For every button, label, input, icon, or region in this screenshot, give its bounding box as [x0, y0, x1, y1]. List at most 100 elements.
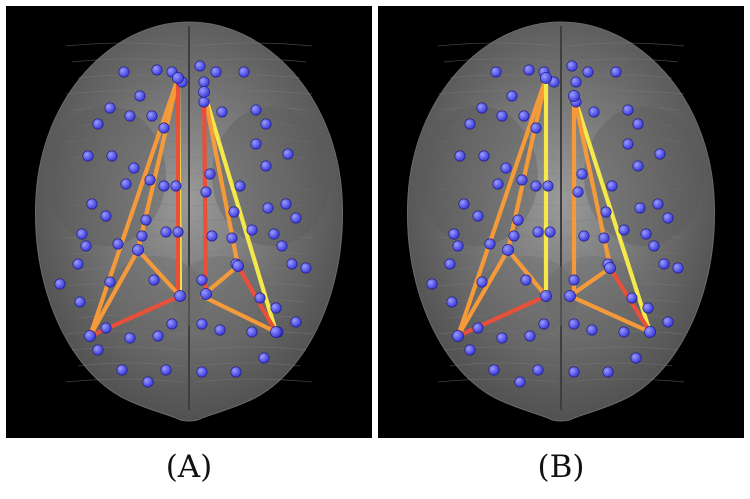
- electrode-node: [226, 232, 238, 244]
- hub-node: [198, 86, 210, 98]
- electrode-node: [618, 326, 630, 338]
- electrode-node: [196, 274, 208, 286]
- electrode-node: [618, 224, 630, 236]
- electrode-node: [158, 180, 170, 192]
- electrode-node: [146, 110, 158, 122]
- electrode-node: [518, 110, 530, 122]
- electrode-node: [260, 160, 272, 172]
- electrode-node: [630, 352, 642, 364]
- electrode-node: [268, 228, 280, 240]
- electrode-node: [300, 262, 312, 274]
- electrode-node: [600, 206, 612, 218]
- electrode-node: [632, 118, 644, 130]
- electrode-node: [484, 238, 496, 250]
- electrode-node: [452, 240, 464, 252]
- electrode-node: [92, 344, 104, 356]
- electrode-node: [290, 212, 302, 224]
- electrode-node: [662, 212, 674, 224]
- electrode-node: [606, 180, 618, 192]
- hub-node: [200, 288, 212, 300]
- electrode-node: [448, 228, 460, 240]
- electrode-node: [662, 316, 674, 328]
- brain-network-image-b: [378, 6, 744, 438]
- electrode-node: [602, 366, 614, 378]
- electrode-node: [112, 238, 124, 250]
- electrode-node: [490, 66, 502, 78]
- electrode-node: [230, 366, 242, 378]
- electrode-node: [598, 232, 610, 244]
- electrode-node: [158, 122, 170, 134]
- electrode-node: [506, 90, 518, 102]
- electrode-node: [544, 226, 556, 238]
- caption-b: (B): [537, 449, 585, 485]
- electrode-node: [196, 366, 208, 378]
- hub-node: [568, 90, 580, 102]
- electrode-node: [658, 258, 670, 270]
- hub-node: [604, 262, 616, 274]
- electrode-node: [106, 150, 118, 162]
- electrode-node: [570, 76, 582, 88]
- hub-node: [502, 244, 514, 256]
- electrode-node: [74, 296, 86, 308]
- electrode-node: [622, 138, 634, 150]
- electrode-node: [472, 210, 484, 222]
- brain-panel-a: [6, 6, 372, 438]
- electrode-node: [576, 168, 588, 180]
- electrode-node: [512, 214, 524, 226]
- electrode-node: [530, 122, 542, 134]
- electrode-node: [488, 364, 500, 376]
- electrode-node: [508, 230, 520, 242]
- electrode-node: [246, 224, 258, 236]
- electrode-node: [496, 110, 508, 122]
- electrode-node: [672, 262, 684, 274]
- electrode-node: [228, 206, 240, 218]
- electrode-node: [642, 302, 654, 314]
- electrode-node: [532, 364, 544, 376]
- electrode-node: [458, 198, 470, 210]
- electrode-node: [516, 174, 528, 186]
- electrode-node: [80, 240, 92, 252]
- electrode-node: [492, 178, 504, 190]
- electrode-node: [166, 318, 178, 330]
- hub-node: [564, 290, 576, 302]
- electrode-node: [290, 316, 302, 328]
- electrode-node: [198, 96, 210, 108]
- electrode-node: [500, 162, 512, 174]
- electrode-node: [538, 318, 550, 330]
- electrode-node: [152, 330, 164, 342]
- hub-node: [172, 72, 184, 84]
- electrode-node: [258, 352, 270, 364]
- electrode-node: [100, 210, 112, 222]
- electrode-node: [454, 150, 466, 162]
- electrode-node: [464, 118, 476, 130]
- electrode-node: [82, 150, 94, 162]
- electrode-node: [104, 102, 116, 114]
- hub-node: [232, 260, 244, 272]
- electrode-node: [210, 66, 222, 78]
- electrode-node: [250, 104, 262, 116]
- electrode-node: [568, 366, 580, 378]
- electrode-node: [136, 230, 148, 242]
- electrode-node: [530, 180, 542, 192]
- electrode-node: [118, 66, 130, 78]
- electrode-node: [151, 64, 163, 76]
- electrode-node: [170, 180, 182, 192]
- electrode-node: [270, 302, 282, 314]
- electrode-nodes: [54, 60, 312, 388]
- electrode-node: [648, 240, 660, 252]
- electrode-node: [140, 214, 152, 226]
- electrode-node: [472, 322, 484, 334]
- electrode-node: [194, 60, 206, 72]
- electrode-node: [214, 324, 226, 336]
- network-edge: [87, 247, 141, 339]
- electrode-node: [204, 168, 216, 180]
- electrode-node: [566, 60, 578, 72]
- hub-node: [452, 330, 464, 342]
- electrode-node: [286, 258, 298, 270]
- hub-node: [270, 326, 282, 338]
- electrode-node: [610, 66, 622, 78]
- hub-node: [540, 72, 552, 84]
- electrode-node: [86, 198, 98, 210]
- network-edge: [201, 89, 279, 335]
- electrode-node: [92, 118, 104, 130]
